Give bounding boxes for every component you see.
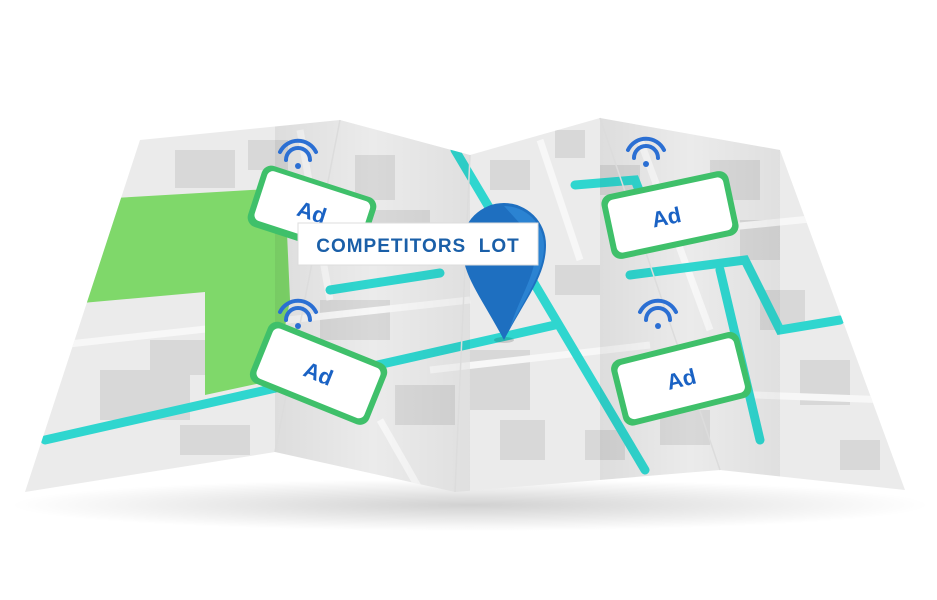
wifi-signal-icon bbox=[278, 138, 318, 169]
fold-lines bbox=[274, 117, 721, 493]
phone-ad-bottom-right: Ad bbox=[611, 298, 752, 426]
competitors-lot-text: COMPETITORS LOT bbox=[316, 236, 520, 257]
map-shadow bbox=[10, 479, 930, 531]
phone-ad-bottom-left: Ad bbox=[249, 298, 388, 425]
map-paper bbox=[25, 117, 905, 493]
wifi-signal-icon bbox=[278, 298, 318, 329]
ad-label: Ad bbox=[649, 202, 683, 233]
park-area bbox=[60, 188, 290, 395]
phone-ad-icon: Ad bbox=[601, 171, 739, 259]
competitors-lot-label: COMPETITORS LOT bbox=[297, 222, 539, 266]
wifi-signal-icon bbox=[626, 136, 666, 167]
phone-ad-icon: Ad bbox=[249, 321, 388, 425]
phone-ad-top-right: Ad bbox=[601, 136, 739, 259]
wifi-signal-icon bbox=[638, 298, 678, 329]
phone-ad-icon: Ad bbox=[611, 331, 752, 426]
